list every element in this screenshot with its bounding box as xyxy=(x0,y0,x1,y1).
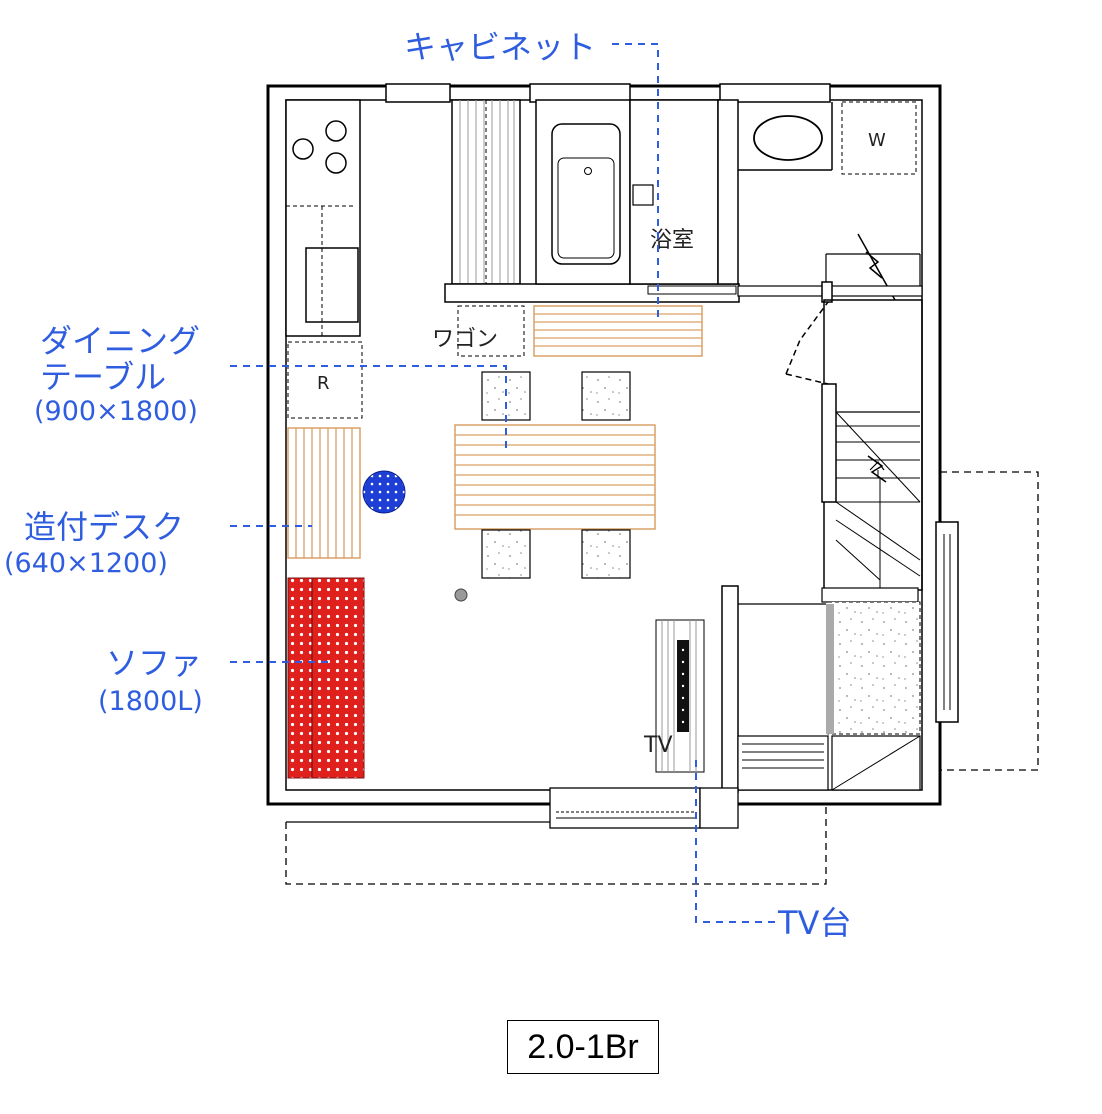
bathroom-label: 浴室 xyxy=(650,228,694,253)
floor-lamp xyxy=(454,588,468,602)
wagon-label: ワゴン xyxy=(432,327,498,352)
porch-outline xyxy=(940,471,1039,771)
storage-shelf xyxy=(451,99,521,285)
built-in-desk xyxy=(287,427,361,559)
callout-tv-stand: TV台 xyxy=(777,904,851,942)
callout-dining-table-line2: テーブル xyxy=(40,358,166,396)
stair-break-icon xyxy=(865,251,883,279)
top-windows xyxy=(385,83,831,103)
fridge-label: R xyxy=(317,373,330,394)
dining-chairs xyxy=(481,371,631,579)
plant xyxy=(362,470,406,514)
plan-id-label: 2.0-1Br xyxy=(507,1020,659,1074)
chair xyxy=(581,371,631,421)
kitchen-counter xyxy=(285,99,361,337)
sofa xyxy=(287,577,365,779)
entrance xyxy=(721,521,959,793)
callout-dining-table-line1: ダイニング xyxy=(40,322,200,360)
callout-desk-size: (640×1200) xyxy=(4,548,168,579)
dining-table xyxy=(454,424,656,530)
tv-stand: TV xyxy=(643,619,705,773)
washroom xyxy=(738,101,921,301)
tv-label: TV xyxy=(643,733,673,758)
balcony-outline xyxy=(285,804,827,885)
callout-desk-line1: 造付デスク xyxy=(24,508,184,546)
washer-label: W xyxy=(868,130,886,151)
chair xyxy=(481,529,531,579)
bottom-wall-windows xyxy=(286,787,938,829)
staircase xyxy=(785,299,923,591)
bathroom xyxy=(535,99,739,295)
callout-sofa-line1: ソファ xyxy=(106,644,202,682)
callout-sofa-size: (1800L) xyxy=(98,686,203,717)
callout-dining-table-size: (900×1800) xyxy=(34,396,198,427)
refrigerator: R xyxy=(287,341,363,419)
chair xyxy=(581,529,631,579)
stair-break-icon-2 xyxy=(867,455,887,483)
callout-leaders xyxy=(230,43,776,923)
callout-cabinet: キャビネット xyxy=(404,28,596,66)
cabinet xyxy=(533,305,703,357)
wagon: ワゴン xyxy=(432,305,525,357)
